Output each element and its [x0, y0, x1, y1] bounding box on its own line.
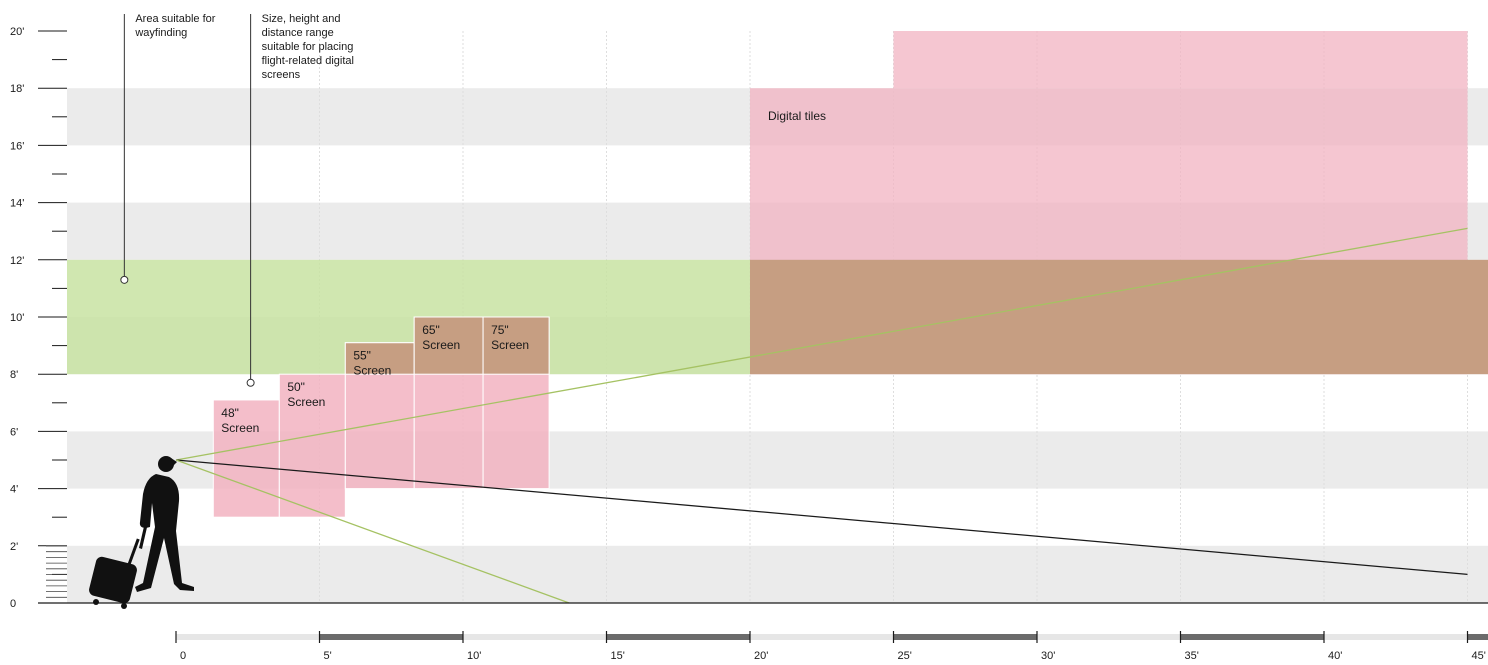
screen-label: 65": [422, 323, 440, 337]
person-with-luggage-icon: [89, 456, 194, 609]
y-tick-label: 18': [10, 83, 24, 95]
screen-label: Screen: [353, 364, 391, 378]
x-tick-label: 40': [1328, 650, 1342, 662]
digital-tiles-zone: [893, 31, 1468, 89]
screen-box-overlap: [413, 316, 484, 375]
sightlines: [175, 227, 1468, 604]
screen-label: Screen: [491, 338, 529, 352]
sightline: [175, 459, 1468, 576]
scale-bar-segment: [1324, 634, 1468, 640]
wayfinding-annotation: Area suitable for: [135, 13, 215, 25]
screens-annotation: flight-related digital: [262, 55, 354, 67]
zones: [67, 31, 1488, 518]
x-tick-label: 0: [180, 650, 186, 662]
y-tick-label: 16': [10, 140, 24, 152]
y-tick-label: 0: [10, 598, 16, 610]
x-tick-label: 25': [898, 650, 912, 662]
leader-dot: [246, 378, 255, 387]
y-tick-label: 20': [10, 26, 24, 38]
scale-bar-segment: [176, 634, 320, 640]
labels: 48"Screen50"Screen55"Screen65"Screen75"S…: [120, 13, 826, 435]
digital-tiles-wayfinding-overlap: [750, 259, 1488, 375]
axes: 0 2' 4' 6' 8' 10' 12' 14' 16' 18' 20' 0 5' 10' 15' 20' 2…: [10, 26, 1488, 662]
leader-dot: [120, 275, 129, 284]
y-tick-label: 4': [10, 484, 18, 496]
gray-band: [67, 545, 1488, 603]
y-tick-label: 10': [10, 312, 24, 324]
x-tick-label: 20': [754, 650, 768, 662]
x-tick-label: 35': [1185, 650, 1199, 662]
screens-annotation: Size, height and: [262, 13, 341, 25]
sightline: [175, 459, 570, 604]
y-tick-label: 8': [10, 369, 18, 381]
screens-annotation: suitable for placing: [262, 41, 354, 53]
x-tick-label: 30': [1041, 650, 1055, 662]
y-tick-label: 2': [10, 541, 18, 553]
scale-bar-segment: [319, 634, 463, 640]
scale-bar-segment: [606, 634, 750, 640]
wayfinding-annotation: wayfinding: [134, 27, 187, 39]
scale-bar-segment: [893, 634, 1037, 640]
screen-label: 75": [491, 323, 509, 337]
scale-bar-segment: [463, 634, 607, 640]
screen-label: Screen: [221, 421, 259, 435]
digital-tiles-label: Digital tiles: [768, 109, 826, 123]
screen-label: Screen: [422, 338, 460, 352]
scale-bar-segment: [1037, 634, 1181, 640]
scale-bar-segment: [1180, 634, 1324, 640]
screen-label: 55": [353, 349, 371, 363]
x-tick-label: 5': [324, 650, 332, 662]
x-tick-label: 45': [1472, 650, 1486, 662]
scale-bar-segment: [1467, 634, 1488, 640]
sightline: [175, 227, 1468, 461]
screen-box: [278, 373, 346, 518]
x-tick-label: 10': [467, 650, 481, 662]
scale-bar-segment: [750, 634, 894, 640]
y-tick-label: 6': [10, 426, 18, 438]
x-tick-label: 15': [611, 650, 625, 662]
screens-annotation: distance range: [262, 27, 334, 39]
y-tick-label: 14': [10, 198, 24, 210]
screen-label: 48": [221, 406, 239, 420]
screen-label: Screen: [287, 395, 325, 409]
screens-annotation: screens: [262, 69, 301, 81]
y-tick-label: 12': [10, 255, 24, 267]
screen-box-overlap: [482, 316, 550, 375]
screen-label: 50": [287, 380, 305, 394]
